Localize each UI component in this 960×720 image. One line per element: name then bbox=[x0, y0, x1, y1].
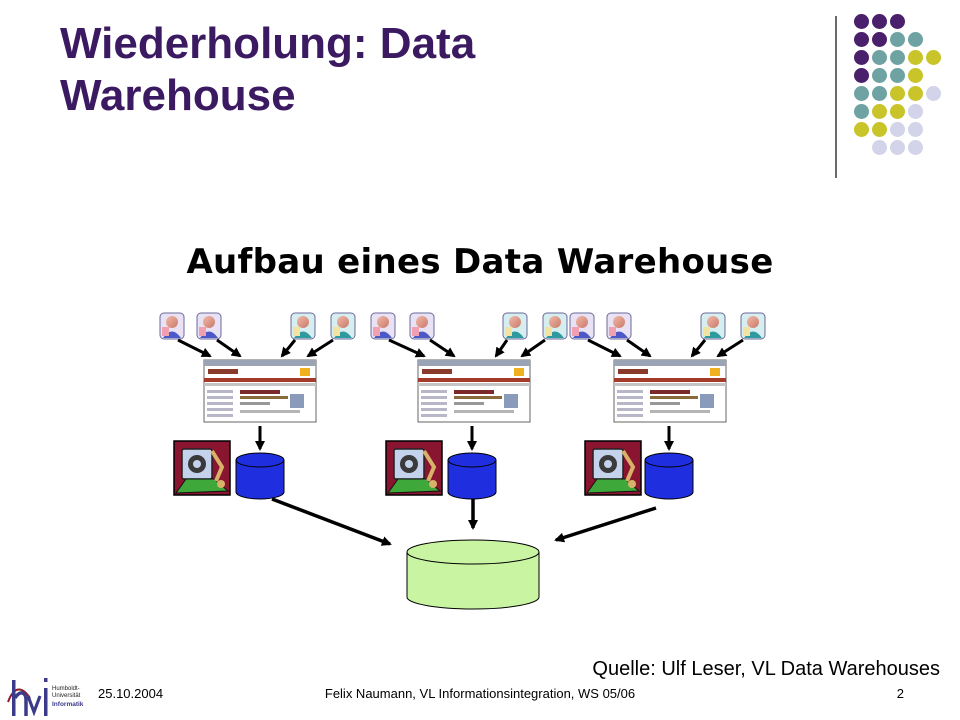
arrow-user-to-site bbox=[388, 338, 426, 358]
arrow-user-to-site bbox=[280, 339, 297, 358]
page-number: 2 bbox=[896, 686, 904, 701]
website-screenshot-icon bbox=[203, 359, 317, 423]
decorative-dot bbox=[890, 122, 905, 137]
warehouse-database-icon bbox=[406, 539, 540, 610]
arrow-user-to-site bbox=[587, 338, 622, 358]
wrapper-tool-icon bbox=[584, 440, 642, 496]
decorative-dot bbox=[854, 50, 869, 65]
source-database-icon bbox=[644, 452, 694, 500]
decorative-dot bbox=[890, 14, 905, 29]
title-divider bbox=[835, 16, 837, 178]
arrow-user-to-site bbox=[690, 339, 707, 358]
source-database-icon bbox=[235, 452, 285, 500]
source-database-icon bbox=[447, 452, 497, 500]
arrow-user-to-site bbox=[716, 338, 744, 358]
decorative-dot bbox=[890, 140, 905, 155]
decorative-dot bbox=[890, 86, 905, 101]
decorative-dot bbox=[854, 14, 869, 29]
decorative-dot bbox=[926, 86, 941, 101]
decorative-dot bbox=[854, 86, 869, 101]
decorative-dot bbox=[872, 14, 887, 29]
website-screenshot-icon bbox=[417, 359, 531, 423]
decorative-dot bbox=[926, 50, 941, 65]
decorative-dot bbox=[908, 104, 923, 119]
decorative-dot bbox=[872, 122, 887, 137]
decorative-dot bbox=[854, 68, 869, 83]
website-screenshot-icon bbox=[613, 359, 727, 423]
decorative-dot bbox=[908, 140, 923, 155]
arrow-user-to-site bbox=[216, 338, 242, 358]
arrow-user-to-site bbox=[429, 338, 456, 358]
decorative-dot bbox=[890, 104, 905, 119]
decorative-dot bbox=[872, 104, 887, 119]
arrow-user-to-site bbox=[177, 338, 212, 358]
decorative-dot bbox=[854, 122, 869, 137]
arrow-user-to-site bbox=[306, 338, 334, 358]
user-icon bbox=[542, 312, 568, 340]
user-icon bbox=[569, 312, 595, 340]
source-citation: Quelle: Ulf Leser, VL Data Warehouses bbox=[592, 658, 940, 680]
decorative-dot bbox=[890, 68, 905, 83]
user-icon bbox=[740, 312, 766, 340]
decorative-dot bbox=[872, 140, 887, 155]
user-icon bbox=[502, 312, 528, 340]
logo-line-3: Informatik bbox=[52, 701, 84, 708]
arrow-user-to-site bbox=[626, 338, 652, 358]
arrow-user-to-site bbox=[494, 339, 509, 358]
decorative-dot bbox=[908, 50, 923, 65]
humboldt-informatik-logo: Humboldt- Universität Informatik bbox=[7, 678, 84, 717]
decorative-dot bbox=[908, 86, 923, 101]
decorative-dot bbox=[854, 104, 869, 119]
footer-center-text: Felix Naumann, VL Informationsintegratio… bbox=[324, 686, 636, 701]
wrapper-tool-icon bbox=[173, 440, 231, 496]
user-icon bbox=[196, 312, 222, 340]
user-icon bbox=[370, 312, 396, 340]
decorative-dot bbox=[872, 68, 887, 83]
decorative-dot bbox=[872, 50, 887, 65]
decorative-dot bbox=[908, 32, 923, 47]
user-icon bbox=[330, 312, 356, 340]
footer-date: 25.10.2004 bbox=[98, 686, 164, 701]
arrow-to-warehouse-left bbox=[271, 497, 392, 546]
wrapper-tool-icon bbox=[385, 440, 443, 496]
title-line-1: Wiederholung: Data bbox=[60, 19, 476, 68]
arrow-to-warehouse-right bbox=[554, 506, 657, 543]
title-line-2: Warehouse bbox=[60, 71, 296, 120]
diagram-subtitle: Aufbau eines Data Warehouse bbox=[186, 242, 774, 282]
decorative-dot bbox=[890, 50, 905, 65]
user-icon bbox=[290, 312, 316, 340]
logo-line-2: Universität bbox=[52, 693, 81, 699]
decorative-dot bbox=[908, 68, 923, 83]
user-icon bbox=[159, 312, 185, 340]
logo-line-1: Humboldt- bbox=[52, 686, 80, 692]
arrow-user-to-site bbox=[520, 338, 546, 358]
decorative-dot bbox=[890, 32, 905, 47]
decorative-dot bbox=[908, 122, 923, 137]
user-icon bbox=[409, 312, 435, 340]
user-icon bbox=[606, 312, 632, 340]
decorative-dot bbox=[872, 32, 887, 47]
user-icon bbox=[700, 312, 726, 340]
decorative-dot bbox=[872, 86, 887, 101]
slide-title: Wiederholung: Data Warehouse bbox=[60, 18, 800, 122]
decorative-dot bbox=[854, 32, 869, 47]
